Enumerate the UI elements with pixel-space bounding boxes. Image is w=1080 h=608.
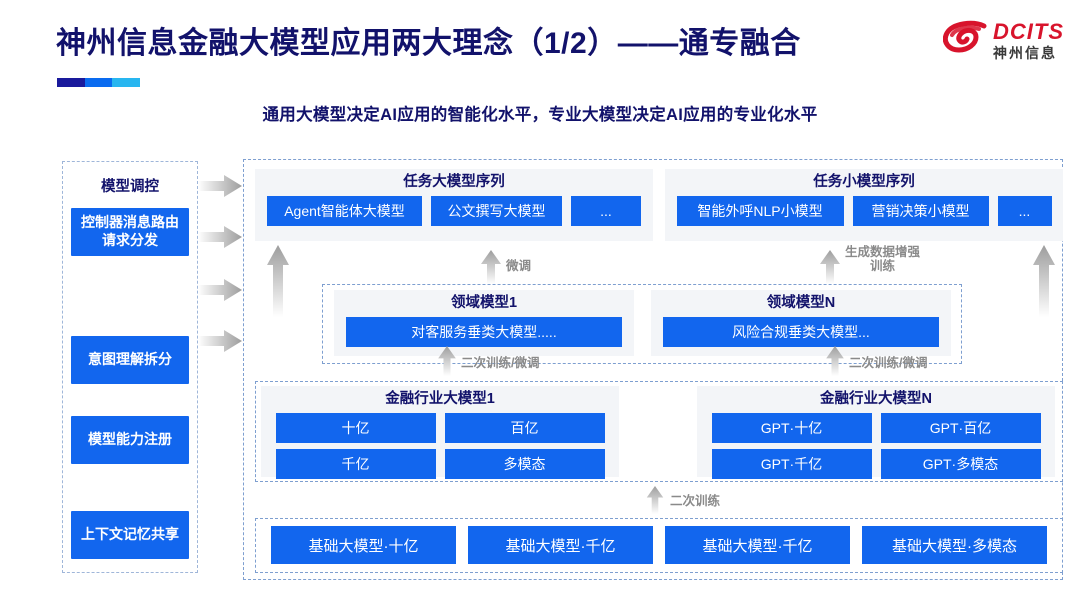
chip-row: 十亿 百亿 <box>269 412 611 443</box>
control-item-router[interactable]: 控制器消息路由请求分发 <box>71 208 189 256</box>
control-item-intent[interactable]: 意图理解拆分 <box>71 335 189 384</box>
chip-base-trillion[interactable]: 基础大模型·千亿 <box>665 526 850 564</box>
group-title: 金融行业大模型1 <box>385 391 495 407</box>
arrow-label-retrain-finetune-left: 二次训练/微调 <box>461 356 540 370</box>
group-title: 任务小模型序列 <box>813 174 915 190</box>
chip-billion[interactable]: 十亿 <box>275 412 436 443</box>
chip-row: 智能外呼NLP小模型 营销决策小模型 ... <box>673 195 1055 226</box>
chip-gpt-ten-billion[interactable]: GPT·百亿 <box>880 412 1041 443</box>
arrow-label-data-augment: 生成数据增强 训练 <box>845 245 921 274</box>
chip-risk-compliance-model[interactable]: 风险合规垂类大模型... <box>663 316 939 347</box>
dcits-swirl-icon <box>943 20 987 53</box>
control-slot: 控制器消息路由请求分发 <box>71 208 189 303</box>
control-panel-title: 模型调控 <box>101 179 159 195</box>
chip-hundred-billion[interactable]: 千亿 <box>275 448 436 479</box>
flow-arrow-up-icon <box>820 250 840 284</box>
chip-marketing-model[interactable]: 营销决策小模型 <box>852 195 989 226</box>
task-large-model-group: 任务大模型序列 Agent智能体大模型 公文撰写大模型 ... <box>255 169 653 241</box>
control-item-context[interactable]: 上下文记忆共享 <box>71 511 189 559</box>
chip-more[interactable]: ... <box>997 195 1052 226</box>
chip-row: 对客服务垂类大模型..... <box>342 316 626 347</box>
flow-arrow-up-icon <box>267 245 289 317</box>
industry-model-n-group: 金融行业大模型N GPT·十亿 GPT·百亿 GPT·千亿 GPT·多模态 <box>697 386 1055 479</box>
domain-model-1-group: 领域模型1 对客服务垂类大模型..... <box>334 290 634 356</box>
group-title: 任务大模型序列 <box>403 174 505 190</box>
chip-row: GPT·千亿 GPT·多模态 <box>705 448 1047 479</box>
chip-customer-service-model[interactable]: 对客服务垂类大模型..... <box>346 316 622 347</box>
control-slot: 意图理解拆分 <box>71 303 189 398</box>
chip-base-billion[interactable]: 基础大模型·十亿 <box>271 526 456 564</box>
flow-arrow-up-icon <box>481 250 501 284</box>
chip-gpt-hundred-billion[interactable]: GPT·千亿 <box>711 448 872 479</box>
chip-row: GPT·十亿 GPT·百亿 <box>705 412 1047 443</box>
flow-arrow-up-icon <box>1033 245 1055 317</box>
group-title: 领域模型N <box>766 295 836 311</box>
arrow-label-retrain-finetune-right: 二次训练/微调 <box>849 356 928 370</box>
flow-arrow-up-icon <box>826 346 844 376</box>
control-slot: 上下文记忆共享 <box>71 493 189 588</box>
chip-agent-model[interactable]: Agent智能体大模型 <box>267 195 422 226</box>
chip-row: Agent智能体大模型 公文撰写大模型 ... <box>263 195 645 226</box>
chip-multimodal[interactable]: 多模态 <box>444 448 605 479</box>
industry-model-1-group: 金融行业大模型1 十亿 百亿 千亿 多模态 <box>261 386 619 479</box>
control-slot: 模型能力注册 <box>71 398 189 493</box>
flow-arrow-right-icon <box>198 330 242 352</box>
flow-arrow-right-icon <box>198 279 242 301</box>
chip-doc-writing-model[interactable]: 公文撰写大模型 <box>431 195 562 226</box>
flow-arrow-up-icon <box>438 346 456 376</box>
architecture-diagram: 模型调控 控制器消息路由请求分发 意图理解拆分 模型能力注册 上下文记忆共享 任… <box>0 150 1080 590</box>
chip-row: 千亿 多模态 <box>269 448 611 479</box>
chip-gpt-multimodal[interactable]: GPT·多模态 <box>880 448 1041 479</box>
base-model-row: 基础大模型·十亿 基础大模型·千亿 基础大模型·千亿 基础大模型·多模态 <box>262 526 1056 564</box>
chip-more[interactable]: ... <box>571 195 641 226</box>
arrow-label-finetune: 微调 <box>506 259 532 273</box>
flow-arrow-up-icon <box>646 486 664 514</box>
domain-model-n-group: 领域模型N 风险合规垂类大模型... <box>651 290 951 356</box>
chip-ten-billion[interactable]: 百亿 <box>444 412 605 443</box>
control-panel: 模型调控 控制器消息路由请求分发 意图理解拆分 模型能力注册 上下文记忆共享 <box>62 161 198 573</box>
chip-base-hundred-billion[interactable]: 基础大模型·千亿 <box>468 526 653 564</box>
chip-outbound-nlp-model[interactable]: 智能外呼NLP小模型 <box>676 195 844 226</box>
group-title: 金融行业大模型N <box>820 391 932 407</box>
chip-base-multimodal[interactable]: 基础大模型·多模态 <box>862 526 1047 564</box>
arrow-label-retrain: 二次训练 <box>670 494 721 508</box>
flow-arrow-right-icon <box>198 175 242 197</box>
logo-en-text: DCITS <box>993 18 1064 44</box>
page-subtitle: 通用大模型决定AI应用的智能化水平，专业大模型决定AI应用的专业化水平 <box>262 106 818 124</box>
group-title: 领域模型1 <box>450 295 518 311</box>
task-small-model-group: 任务小模型序列 智能外呼NLP小模型 营销决策小模型 ... <box>665 169 1063 241</box>
flow-arrow-right-icon <box>198 226 242 248</box>
control-item-registry[interactable]: 模型能力注册 <box>71 416 189 464</box>
chip-row: 风险合规垂类大模型... <box>659 316 943 347</box>
accent-bar <box>57 78 140 87</box>
logo-cn-text: 神州信息 <box>993 44 1057 61</box>
chip-gpt-billion[interactable]: GPT·十亿 <box>711 412 872 443</box>
page-title: 神州信息金融大模型应用两大理念（1/2）——通专融合 <box>56 27 801 60</box>
brand-logo: DCITS 神州信息 <box>943 20 1064 60</box>
